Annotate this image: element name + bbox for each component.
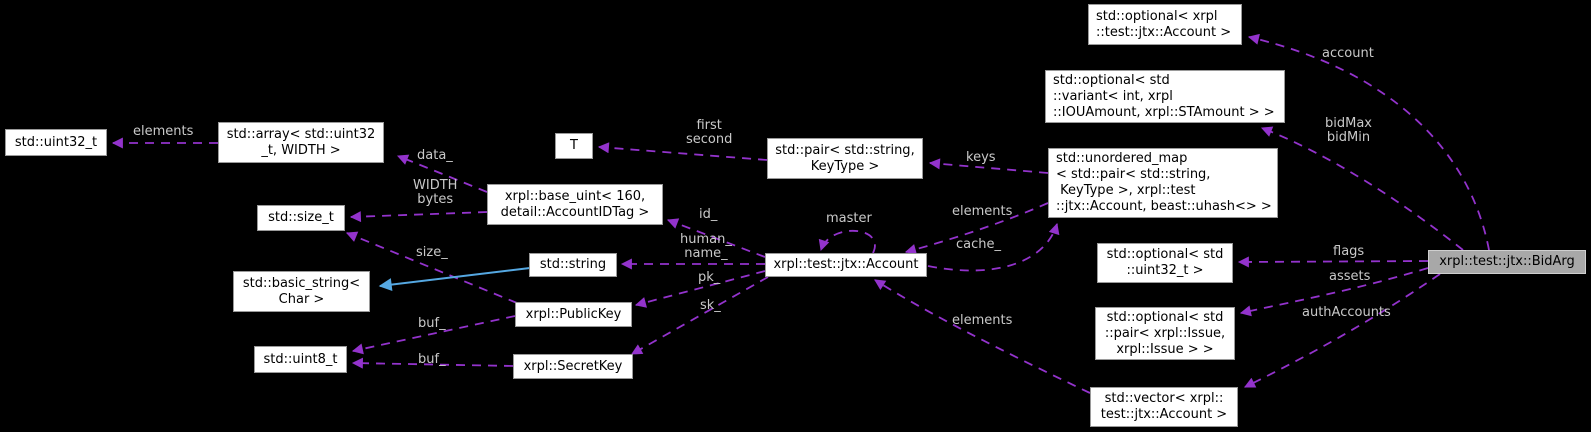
node-std-string[interactable]: std::string: [529, 253, 617, 277]
node-std-uint32-t[interactable]: std::uint32_t: [5, 129, 107, 156]
edge-label-account: account: [1322, 46, 1374, 61]
node-std-uint8-t[interactable]: std::uint8_t: [254, 346, 347, 373]
node-std-optional-uint32[interactable]: std::optional< std ::uint32_t >: [1097, 243, 1233, 283]
edge-label-flags: flags: [1333, 244, 1365, 259]
edge-label-bidmax-bidmin: bidMax bidMin: [1325, 116, 1372, 145]
edge-label-assets: assets: [1329, 269, 1371, 284]
edge-width-bytes: [349, 211, 488, 223]
edge-label-elements-vector: elements: [952, 313, 1013, 328]
edge-label-authaccounts: authAccounts: [1302, 305, 1391, 320]
edge-cache: [927, 222, 1060, 272]
node-std-basic-string[interactable]: std::basic_string< Char >: [233, 271, 370, 312]
node-std-optional-account[interactable]: std::optional< xrpl ::test::jtx::Account…: [1088, 4, 1242, 45]
node-std-optional-variant[interactable]: std::optional< std ::variant< int, xrpl …: [1045, 70, 1285, 123]
edge-label-size: size_: [416, 245, 448, 260]
node-std-unordered-map[interactable]: std::unordered_map < std::pair< std::str…: [1048, 148, 1278, 218]
edge-label-buf-sk: buf_: [418, 352, 446, 367]
node-std-array[interactable]: std::array< std::uint32 _t, WIDTH >: [218, 122, 384, 163]
edge-label-id: id_: [699, 207, 718, 222]
edge-size: [345, 231, 518, 304]
edge-elements-vector: [874, 279, 1091, 394]
edge-id: [666, 218, 766, 258]
edge-label-pk: pk_: [698, 270, 721, 285]
node-std-optional-issue-pair[interactable]: std::optional< std ::pair< xrpl::Issue, …: [1095, 307, 1235, 360]
edge-label-data: data_: [417, 148, 453, 163]
edge-label-width-bytes: WIDTH bytes: [413, 178, 458, 207]
edge-label-first-second: first second: [686, 118, 733, 147]
edge-account: [1247, 33, 1490, 251]
edge-label-human-name: human_ name_: [680, 232, 732, 261]
node-xrpl-secretkey[interactable]: xrpl::SecretKey: [513, 354, 633, 379]
edge-buf-secretkey: [351, 357, 514, 369]
edge-label-elements-array: elements: [133, 124, 194, 139]
edge-pk: [634, 270, 766, 308]
edge-flags: [1237, 256, 1429, 268]
node-xrpl-test-jtx-account[interactable]: xrpl::test::jtx::Account: [765, 253, 927, 277]
edge-label-cache: cache_: [956, 237, 1001, 252]
edge-buf-publickey: [351, 315, 516, 355]
node-xrpl-base-uint[interactable]: xrpl::base_uint< 160, detail::AccountIDT…: [487, 184, 663, 225]
edge-elements-map: [904, 202, 1049, 255]
node-std-vector-account[interactable]: std::vector< xrpl:: test::jtx::Account >: [1090, 387, 1238, 427]
edge-string-inheritance: [378, 267, 531, 292]
edge-first-second: [597, 142, 768, 161]
node-xrpl-test-jtx-bidarg: xrpl::test::jtx::BidArg: [1428, 250, 1586, 274]
edge-label-master: master: [826, 211, 872, 226]
node-std-pair[interactable]: std::pair< std::string, KeyType >: [767, 138, 923, 179]
edge-label-sk: sk_: [700, 298, 721, 313]
node-std-size-t[interactable]: std::size_t: [257, 205, 345, 231]
edge-assets: [1239, 267, 1429, 317]
node-xrpl-publickey[interactable]: xrpl::PublicKey: [515, 302, 632, 327]
node-t[interactable]: T: [555, 133, 593, 159]
edge-label-elements-map: elements: [952, 204, 1013, 219]
edge-label-keys: keys: [966, 150, 996, 165]
edge-keys: [928, 158, 1049, 174]
edge-label-buf-pk: buf_: [418, 316, 446, 331]
edge-sk: [631, 276, 769, 355]
edge-bidmax-bidmin: [1260, 126, 1464, 251]
edge-data: [396, 154, 488, 193]
edge-master-self-loop: [818, 229, 876, 254]
edge-authaccounts: [1244, 273, 1441, 388]
